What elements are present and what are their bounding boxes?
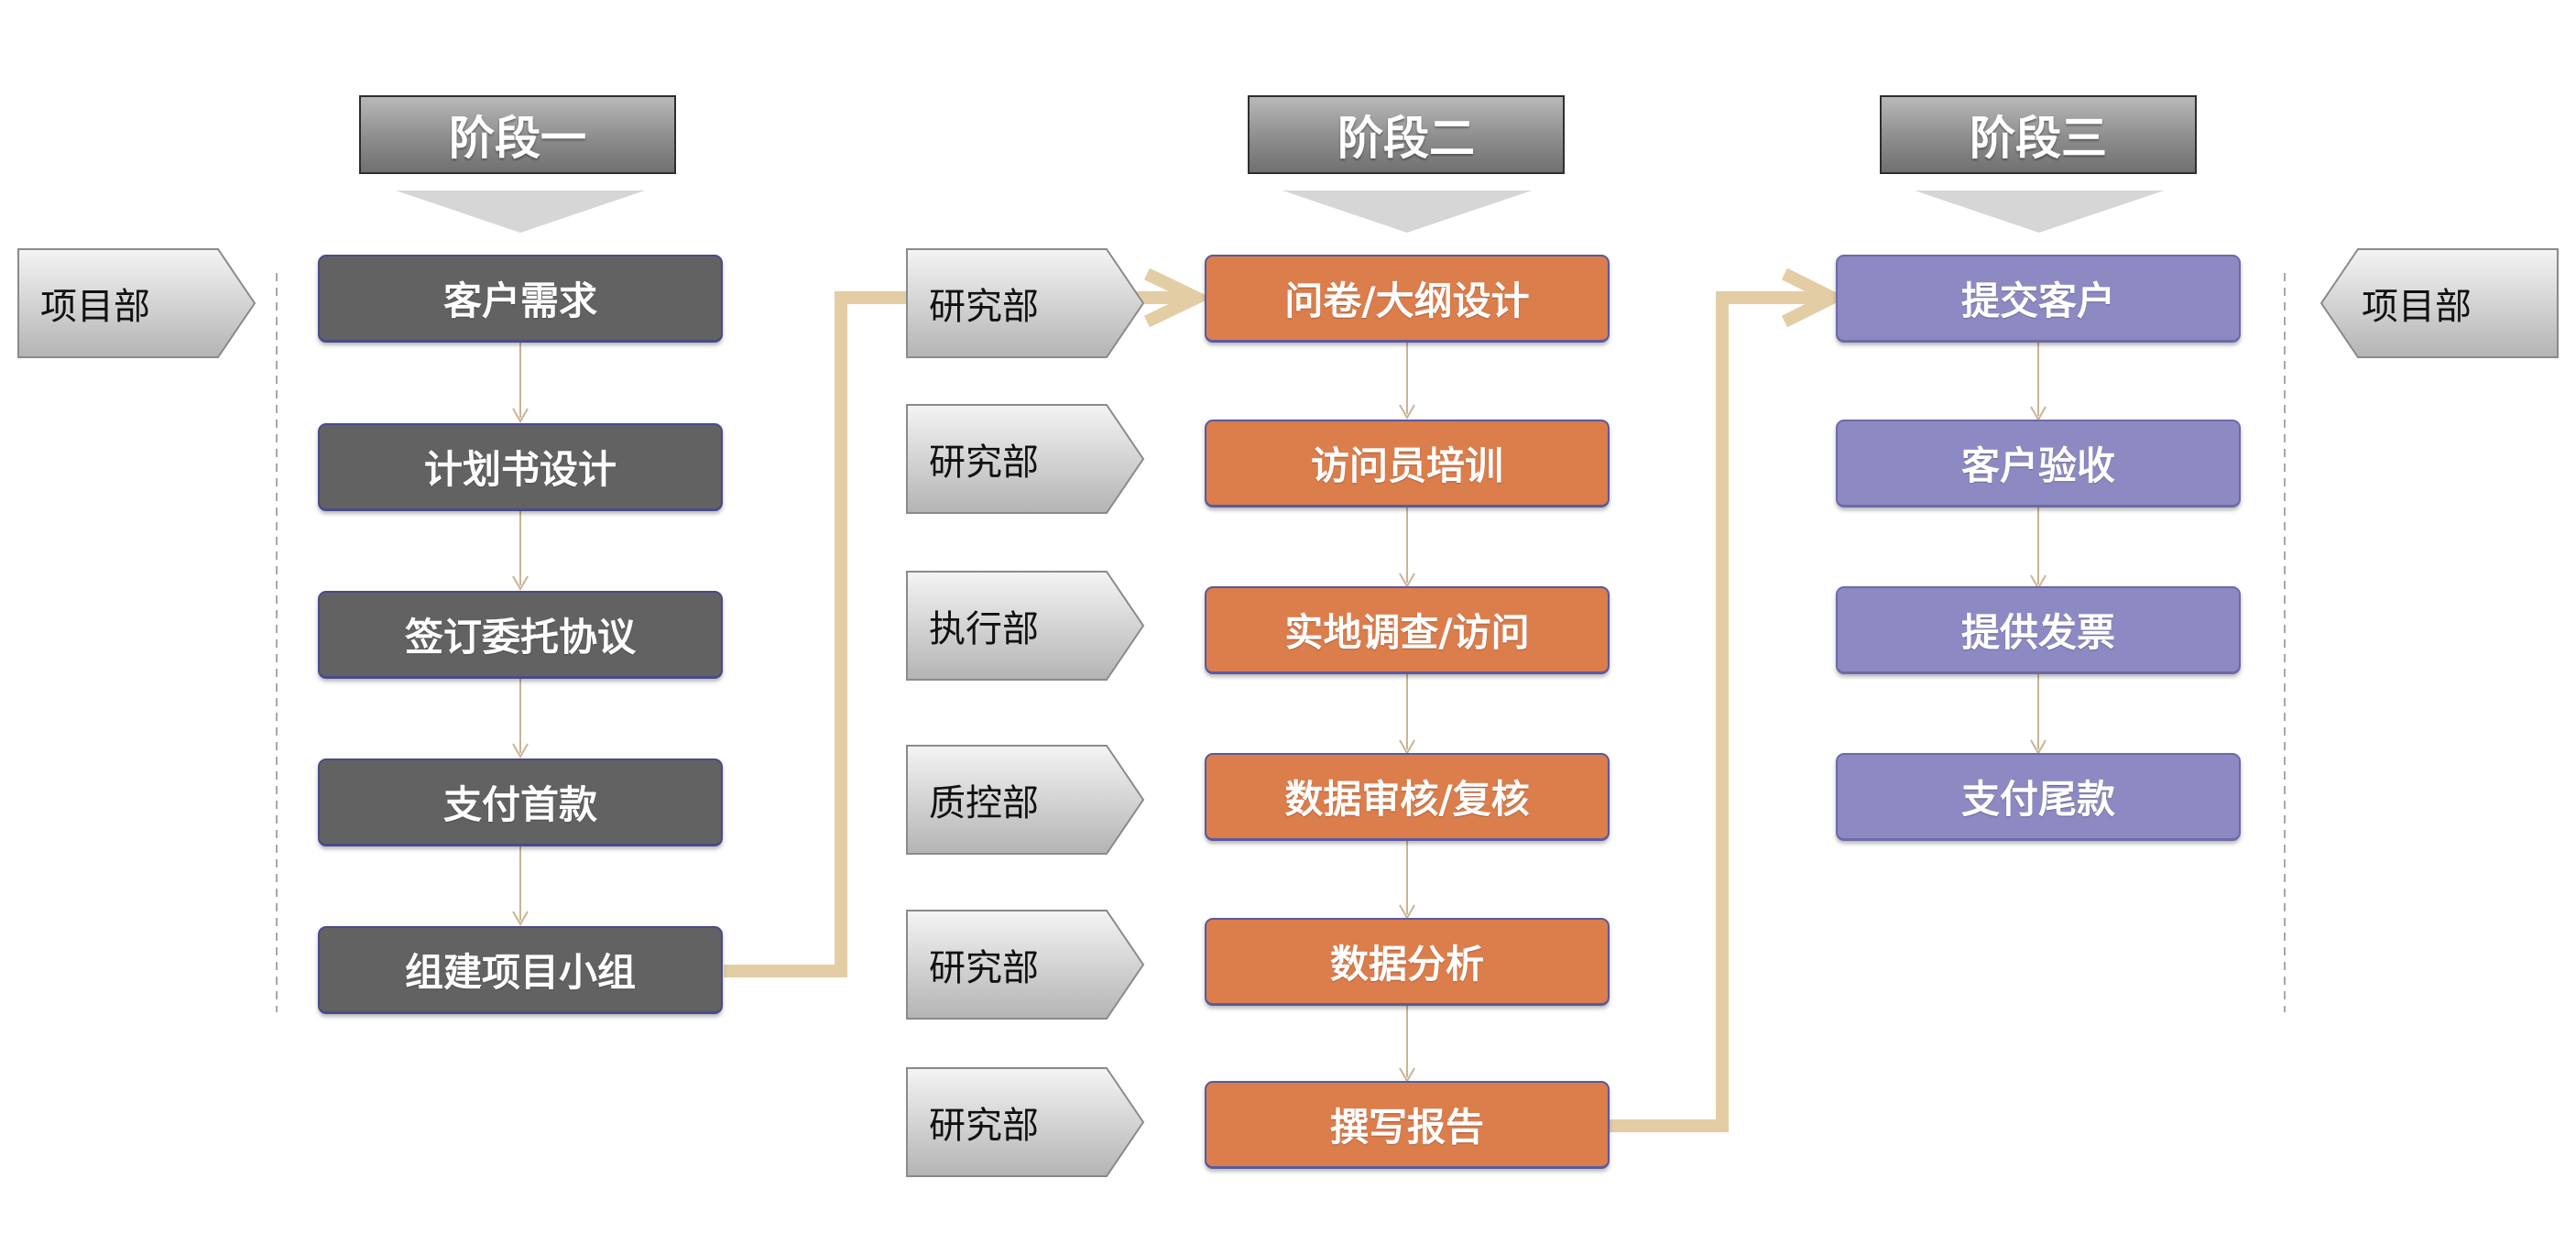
stage2-step-box: 问卷/大纲设计 bbox=[1205, 255, 1610, 343]
stage1-step-box: 组建项目小组 bbox=[318, 926, 723, 1014]
stage2-dept-tag: 研究部 bbox=[906, 404, 1145, 514]
stage1-step-box: 签订委托协议 bbox=[318, 591, 723, 679]
stage2-step-box: 数据分析 bbox=[1205, 918, 1610, 1006]
stage2-dept-tag: 研究部 bbox=[906, 1067, 1145, 1177]
stage2-step-box: 撰写报告 bbox=[1205, 1081, 1610, 1169]
stage2-chevron-icon bbox=[1283, 191, 1532, 233]
stage3-step-box: 提供发票 bbox=[1836, 586, 2241, 674]
stage2-dept-tag: 质控部 bbox=[906, 745, 1145, 855]
stage2-step-box: 实地调查/访问 bbox=[1205, 586, 1610, 674]
stage1-header: 阶段一 bbox=[359, 95, 676, 174]
stage2-dept-tag: 研究部 bbox=[906, 910, 1145, 1020]
stage2-step-box: 访问员培训 bbox=[1205, 420, 1610, 507]
stage2-to-stage3-connector bbox=[1609, 267, 1847, 1132]
stage3-step-box: 支付尾款 bbox=[1836, 753, 2241, 841]
stage1-step-box: 支付首款 bbox=[318, 758, 723, 846]
stage3-step-box: 客户验收 bbox=[1836, 420, 2241, 507]
stage1-chevron-icon bbox=[396, 191, 645, 233]
stage2-dept-tag: 执行部 bbox=[906, 571, 1145, 681]
stage3-chevron-icon bbox=[1915, 191, 2164, 233]
stage2-step-box: 数据审核/复核 bbox=[1205, 753, 1610, 841]
stage3-header: 阶段三 bbox=[1880, 95, 2197, 174]
stage1-arrows bbox=[512, 343, 529, 927]
dept-tag-right: 项目部 bbox=[2319, 248, 2559, 358]
stage2-header: 阶段二 bbox=[1248, 95, 1565, 174]
right-arrow-tag-shape bbox=[17, 248, 257, 358]
stage1-step-box: 计划书设计 bbox=[318, 423, 723, 511]
stage3-step-box: 提交客户 bbox=[1836, 255, 2241, 343]
stage2-dept-tag: 研究部 bbox=[906, 248, 1145, 358]
stage1-step-box: 客户需求 bbox=[318, 255, 723, 343]
stage3-arrows bbox=[2030, 343, 2047, 756]
left-arrow-tag-shape bbox=[2319, 248, 2559, 358]
dept-tag-left: 项目部 bbox=[17, 248, 257, 358]
